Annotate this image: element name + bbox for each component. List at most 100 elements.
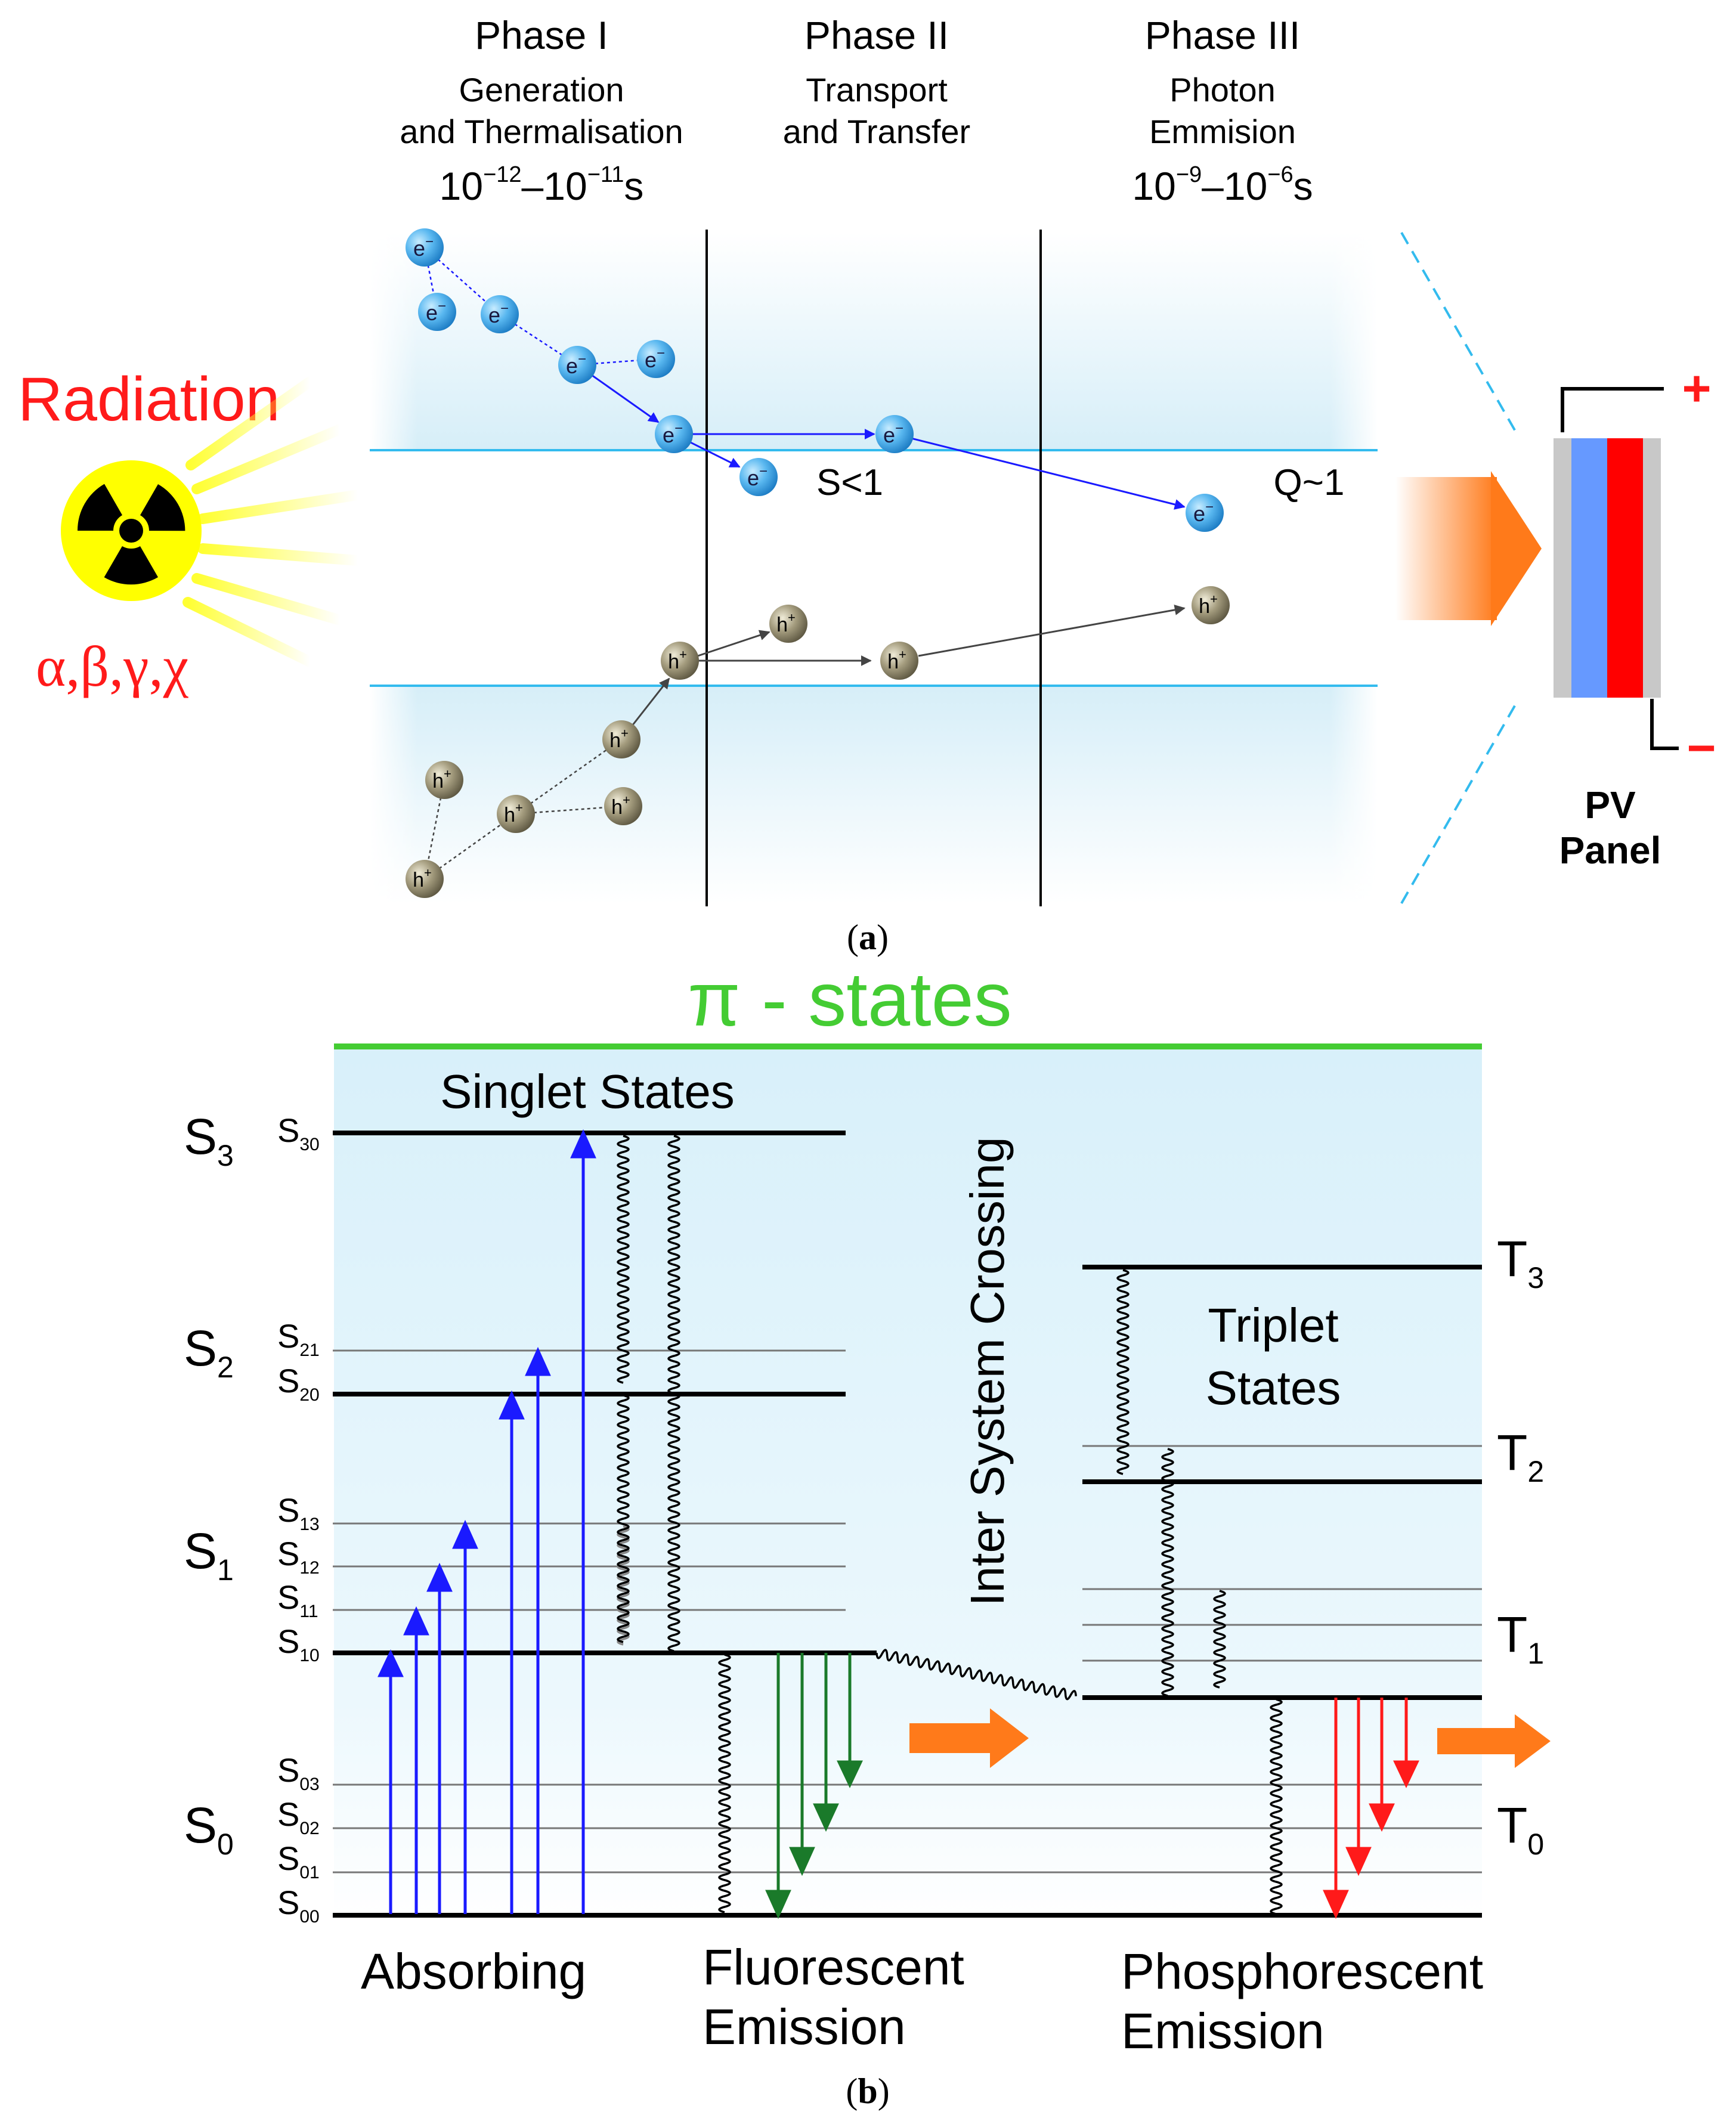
wavy-line — [1213, 1590, 1226, 1689]
label-s00: S00 — [277, 1884, 320, 1927]
pv-label-1: PV — [1585, 784, 1636, 826]
label-s11: S11 — [277, 1578, 318, 1621]
output-arrow — [1395, 471, 1542, 626]
wavy-line — [718, 1653, 731, 1913]
svg-text:h+: h+ — [887, 647, 906, 673]
relaxation-wavy-lines — [617, 1135, 1283, 1915]
electron: e− — [1186, 494, 1224, 532]
wavy-line — [1270, 1698, 1283, 1915]
electron: e− — [406, 228, 444, 267]
svg-text:h+: h+ — [609, 726, 629, 752]
label-s03: S03 — [277, 1751, 320, 1794]
phase-3-subtitle-1: Photon — [1169, 71, 1276, 109]
label-s0: S0 — [184, 1797, 234, 1861]
panel-a: Phase I Generation and Thermalisation 10… — [18, 13, 1716, 957]
svg-text:e−: e− — [1193, 499, 1214, 526]
fluorescent-arrows — [765, 1653, 863, 1919]
hole: h+ — [425, 761, 463, 799]
panel-b: π - states Singlet States — [184, 957, 1551, 2111]
s-label: S<1 — [816, 462, 883, 503]
label-s2: S2 — [184, 1320, 234, 1384]
phase-2-subtitle-1: Transport — [806, 71, 948, 109]
label-s21: S21 — [277, 1317, 320, 1360]
pv-negative-lead — [1650, 699, 1679, 750]
label-s1: S1 — [184, 1523, 234, 1587]
triplet-levels — [1082, 1265, 1482, 1700]
hole: h+ — [406, 860, 444, 898]
label-t0: T0 — [1497, 1797, 1544, 1861]
svg-text:e−: e− — [426, 298, 446, 325]
label-t2: T2 — [1497, 1425, 1544, 1488]
pv-positive-lead — [1561, 387, 1664, 432]
hole: h+ — [661, 642, 699, 680]
fluorescent-label-2: Emission — [703, 1999, 906, 2055]
phase-1-subtitle-1: Generation — [459, 71, 624, 109]
caption-a: (a) — [847, 918, 889, 957]
q-label: Q~1 — [1274, 462, 1345, 503]
phosphorescent-label-1: Phosphorescent — [1121, 1943, 1483, 1999]
label-s02: S02 — [277, 1795, 320, 1838]
electron: e− — [637, 340, 675, 378]
label-s30: S30 — [277, 1111, 320, 1154]
isc-label: Inter System Crossing — [961, 1137, 1014, 1606]
minus-sign: − — [1687, 720, 1716, 776]
label-s13: S13 — [277, 1491, 320, 1534]
electron: e− — [481, 295, 519, 333]
svg-text:e−: e− — [488, 301, 509, 327]
hole: h+ — [769, 605, 807, 643]
hole: h+ — [604, 787, 642, 825]
phase-1-subtitle-2: and Thermalisation — [400, 113, 683, 150]
label-s12: S12 — [277, 1535, 320, 1578]
svg-text:h+: h+ — [432, 766, 451, 792]
plus-sign: + — [1682, 360, 1711, 416]
hole: h+ — [880, 642, 918, 680]
phase-2-title: Phase II — [804, 13, 949, 57]
pi-states-title: π - states — [688, 957, 1012, 1042]
hole: h+ — [602, 720, 640, 758]
zoom-line-top — [1400, 232, 1519, 436]
svg-text:e−: e− — [645, 345, 665, 372]
wavy-line — [1161, 1448, 1174, 1697]
svg-text:h+: h+ — [611, 792, 630, 819]
phase-3-subtitle-2: Emmision — [1149, 113, 1296, 150]
label-s20: S20 — [277, 1362, 320, 1405]
pv-label-2: Panel — [1559, 829, 1661, 872]
phosphorescent-output-arrow — [1437, 1714, 1551, 1768]
phase-2-subtitle-2: and Transfer — [783, 113, 970, 150]
triplet-label-1: Triplet — [1208, 1299, 1338, 1352]
svg-text:h+: h+ — [668, 647, 687, 673]
wavy-line — [617, 1135, 630, 1384]
svg-text:h+: h+ — [504, 800, 523, 826]
electron: e− — [739, 458, 778, 496]
svg-text:h+: h+ — [413, 865, 432, 891]
label-s01: S01 — [277, 1840, 320, 1882]
pv-panel: + − PV Panel — [1554, 360, 1716, 872]
phase-1-title: Phase I — [475, 13, 608, 57]
label-t3: T3 — [1497, 1231, 1544, 1295]
label-s10: S10 — [277, 1622, 320, 1665]
phase-3-title: Phase III — [1145, 13, 1301, 57]
phase-1-time: 10−12–10−11s — [440, 162, 644, 208]
band-fade-right — [1330, 233, 1378, 903]
wavy-line — [667, 1135, 680, 1652]
phosphorescent-arrows — [1323, 1698, 1419, 1919]
phosphorescent-label-2: Emission — [1121, 2003, 1325, 2059]
hole: h+ — [1192, 586, 1230, 624]
singlet-levels — [333, 1131, 1482, 1918]
singlet-states-label: Singlet States — [440, 1065, 735, 1118]
radiation-label: Radiation — [18, 365, 280, 434]
absorbing-label: Absorbing — [361, 1943, 586, 1999]
electron: e− — [418, 293, 456, 331]
holes: h+ h+ h+ h+ h+ h+ h+ h+ h+ — [406, 586, 1230, 898]
fluorescent-label-1: Fluorescent — [703, 1939, 964, 1995]
wavy-line — [617, 1394, 630, 1643]
band-fade-left — [370, 233, 417, 903]
triplet-label-2: States — [1206, 1361, 1341, 1414]
label-s3: S3 — [184, 1108, 234, 1172]
svg-text:h+: h+ — [1199, 592, 1218, 618]
fluorescent-output-arrow — [909, 1708, 1029, 1768]
svg-text:e−: e− — [663, 420, 683, 447]
electron: e− — [558, 346, 596, 384]
caption-b: (b) — [846, 2071, 889, 2111]
